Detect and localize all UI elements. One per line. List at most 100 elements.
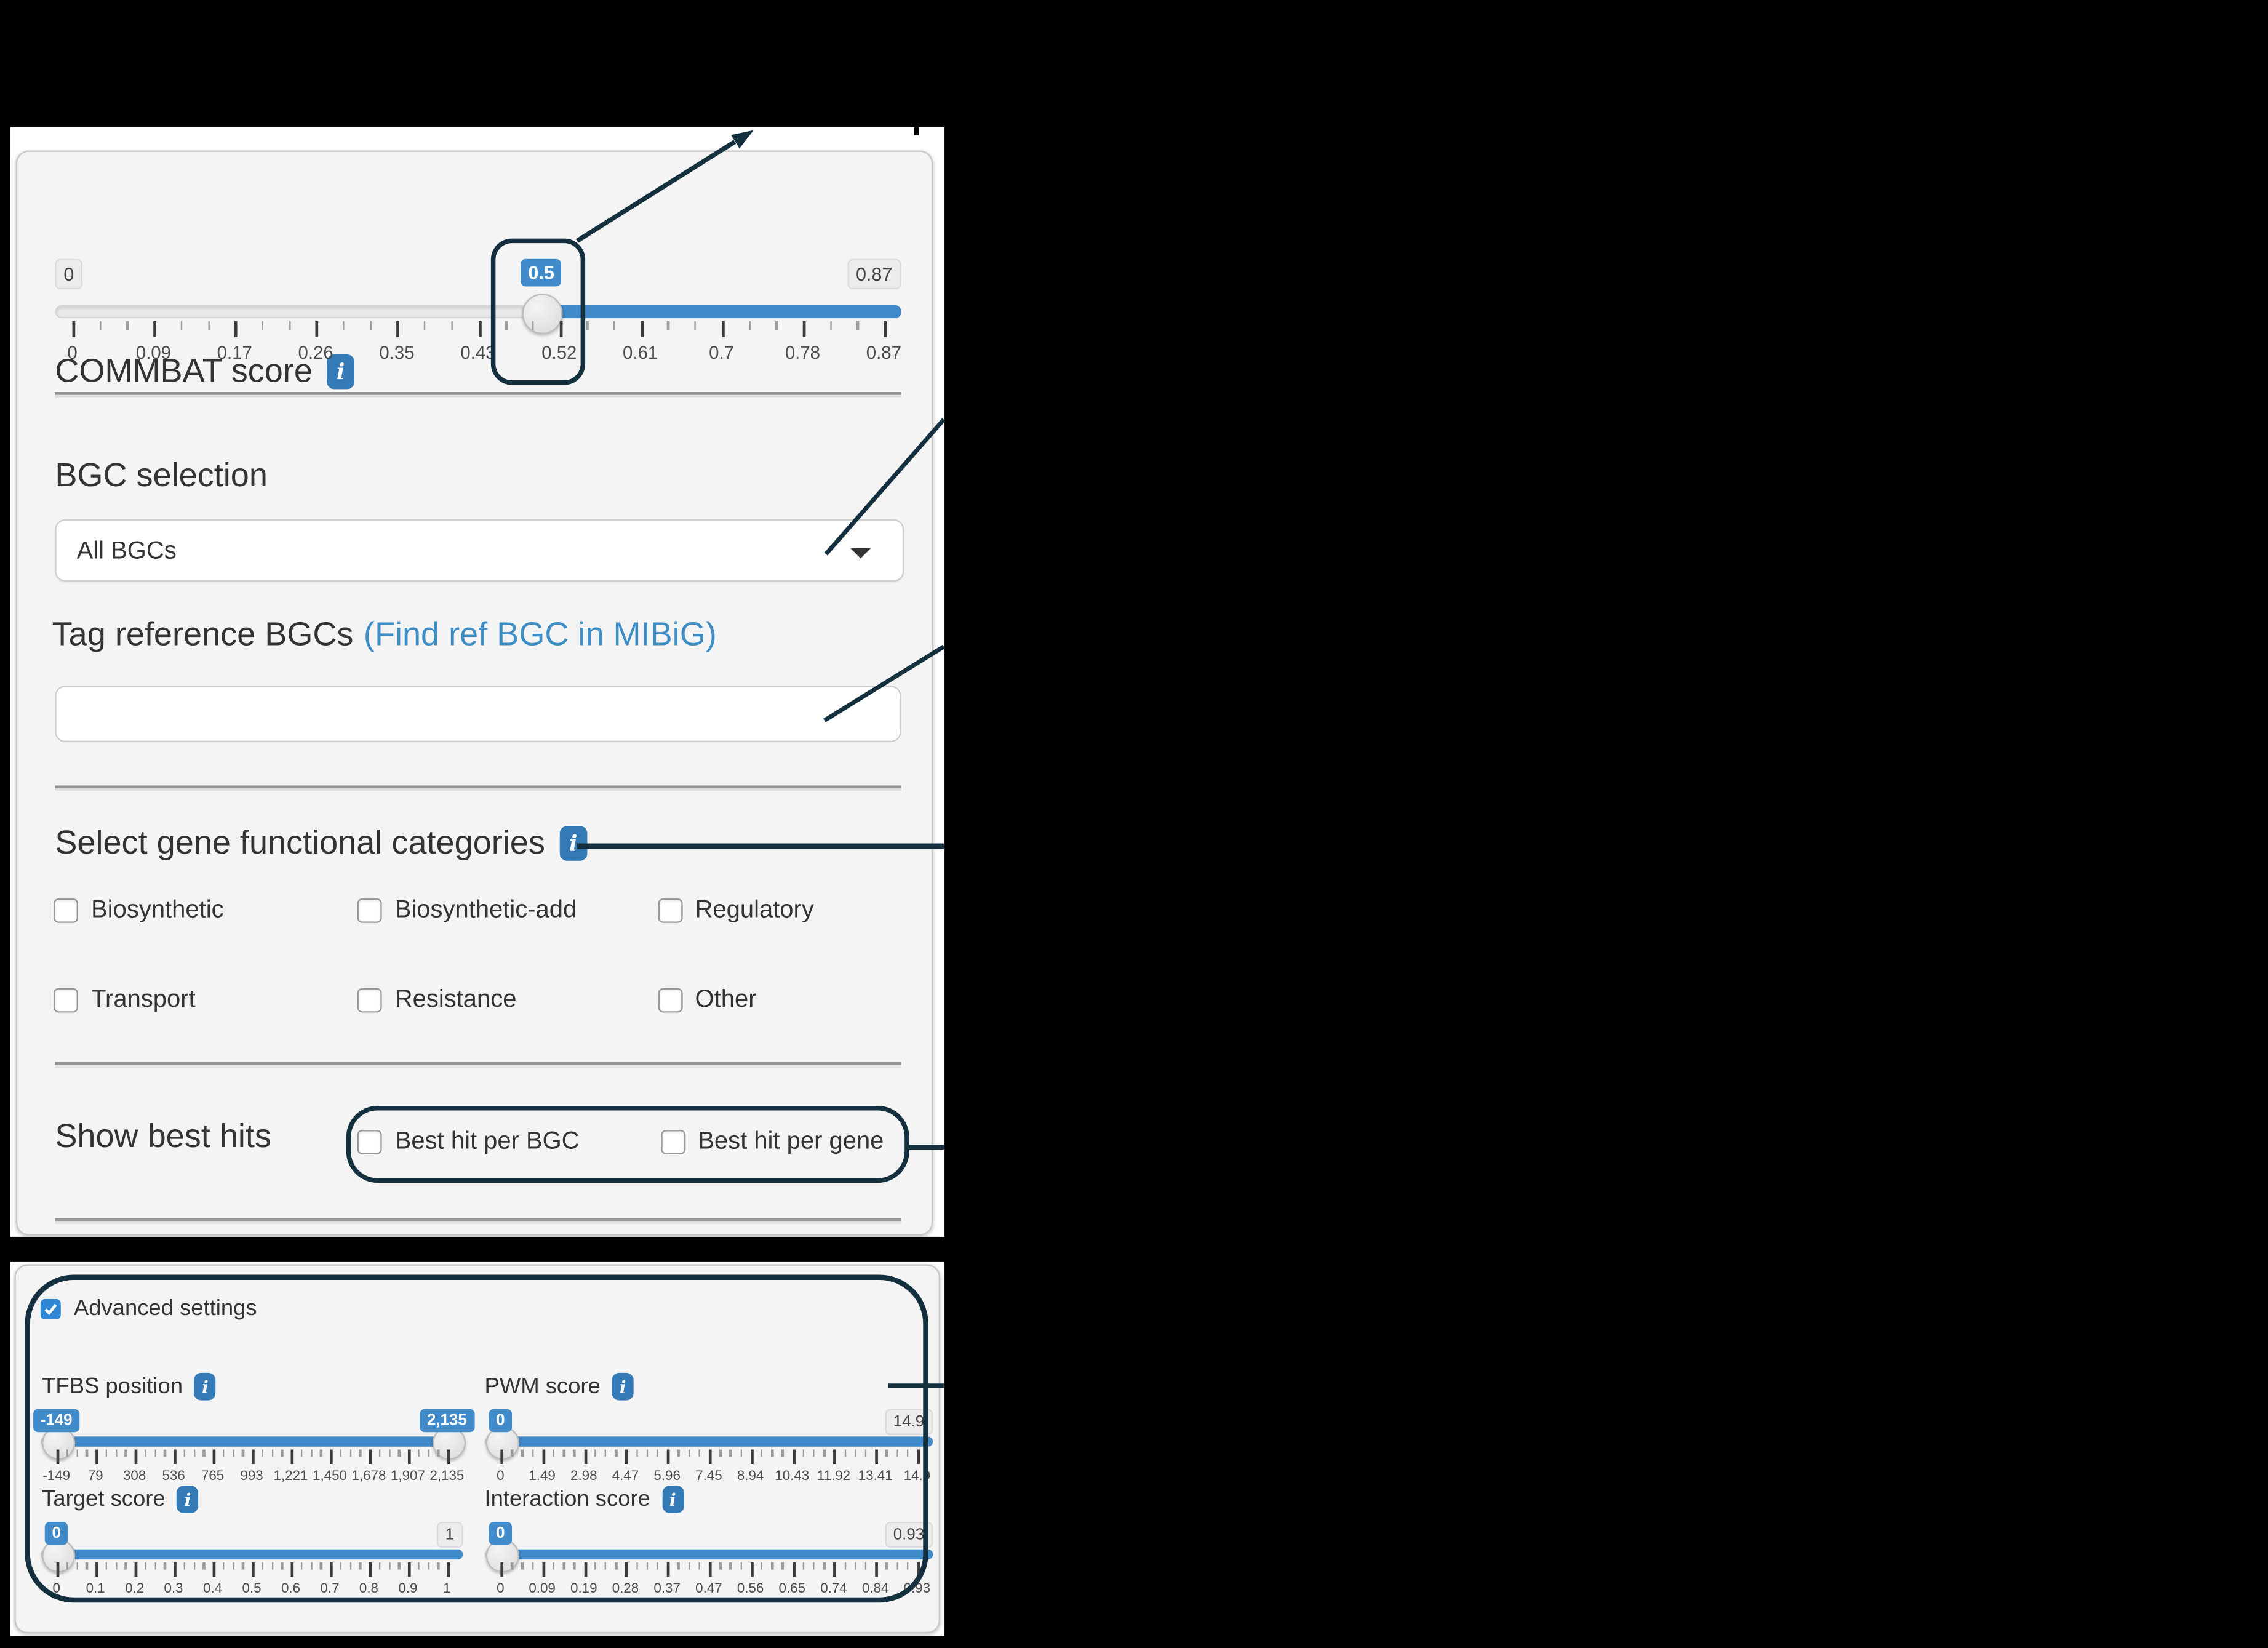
slider-tick-label: 1,221 <box>273 1468 308 1484</box>
slider-tick <box>813 1562 815 1570</box>
divider <box>55 392 901 395</box>
slider-tick-label: 2,135 <box>429 1468 465 1484</box>
tag-reference-input[interactable] <box>55 686 901 742</box>
advanced-settings-toggle[interactable]: Advanced settings <box>40 1296 257 1322</box>
divider <box>55 1062 901 1065</box>
info-icon[interactable]: i <box>612 1372 634 1401</box>
slider-tick <box>802 1562 805 1570</box>
slider-tick <box>290 1562 294 1577</box>
slider-tick <box>424 321 426 329</box>
slider-tick <box>854 1562 857 1570</box>
category-checkbox-transport[interactable]: Transport <box>53 985 196 1014</box>
slider-tick <box>56 1562 60 1577</box>
best-hit-checkbox-best-hit-per-bgc[interactable]: Best hit per BGC <box>357 1127 580 1156</box>
info-icon[interactable]: i <box>661 1486 684 1513</box>
slider-tick <box>144 1562 146 1570</box>
slider-tick <box>740 1449 742 1457</box>
slider-tick-label: 0.9 <box>398 1581 418 1598</box>
checkbox-box[interactable] <box>357 897 382 922</box>
slider-tick-label: 0 <box>67 343 78 364</box>
slider-tick <box>906 1562 909 1570</box>
slider-value-chip: 2,135 <box>420 1409 474 1433</box>
category-checkbox-other[interactable]: Other <box>657 985 757 1014</box>
info-icon[interactable]: i <box>177 1486 199 1513</box>
gene-categories-label-text: Select gene functional categories <box>55 823 545 861</box>
slider-tick <box>427 1562 429 1570</box>
slider-tick <box>532 321 535 329</box>
slider-tick <box>583 1449 587 1465</box>
slider-bar <box>500 1436 933 1447</box>
slider-tick <box>688 1562 690 1570</box>
slider-tick <box>261 1562 264 1570</box>
slider-tick <box>99 321 102 329</box>
slider-tick <box>719 1449 722 1457</box>
slider-tick-label: 308 <box>122 1468 146 1484</box>
checkbox-box[interactable] <box>53 897 78 922</box>
mibig-link[interactable]: (Find ref BGC in MIBiG) <box>363 615 717 653</box>
category-checkbox-biosynthetic-add[interactable]: Biosynthetic-add <box>357 895 577 924</box>
slider-tick <box>329 1449 333 1465</box>
slider-tick <box>477 321 481 337</box>
category-checkbox-biosynthetic[interactable]: Biosynthetic <box>53 895 224 924</box>
slider-tick <box>640 321 644 337</box>
slider-tick-label: 0.7 <box>320 1581 340 1598</box>
checkbox-box[interactable] <box>657 987 682 1012</box>
slider-tick <box>234 321 238 337</box>
slider-tick-label: 0.87 <box>866 343 901 364</box>
slider-tick-label: 1,907 <box>390 1468 425 1484</box>
checkbox-label: Best hit per gene <box>698 1127 884 1154</box>
slider-tick-label: 0.26 <box>298 343 333 364</box>
slider-tick <box>262 321 264 329</box>
slider-value-chip: 0 <box>44 1522 68 1545</box>
checkbox-box[interactable] <box>357 1129 382 1154</box>
slider-tick <box>252 1562 255 1577</box>
slider-tick-label: 1,450 <box>313 1468 347 1484</box>
slider-tick <box>761 1562 763 1570</box>
slider-tick <box>792 1449 795 1465</box>
slider-tick <box>553 1449 555 1457</box>
slider-tick <box>378 1562 381 1570</box>
slider-tick <box>906 1449 909 1457</box>
best-hit-checkbox-best-hit-per-gene[interactable]: Best hit per gene <box>660 1127 884 1156</box>
info-icon[interactable]: i <box>194 1372 217 1401</box>
bgc-selection-dropdown[interactable]: All BGCs <box>55 519 904 582</box>
checkbox-box[interactable] <box>657 897 682 922</box>
slider-tick <box>698 1562 701 1570</box>
slider-tick-label: 0.74 <box>820 1581 847 1598</box>
slider-tick <box>646 1562 649 1570</box>
slider-tick <box>207 321 210 329</box>
advanced-settings-panel: Advanced settings TFBS position i PWM sc… <box>14 1264 941 1634</box>
slider-tick <box>613 321 616 329</box>
slider-tick <box>339 1449 342 1457</box>
slider-tick <box>542 1449 545 1465</box>
checkbox-box[interactable] <box>357 987 382 1012</box>
slider-tick <box>521 1449 524 1457</box>
slider-tick <box>76 1562 78 1570</box>
checkbox-box[interactable] <box>660 1129 685 1154</box>
slider-tick <box>447 1562 450 1577</box>
slider-tick <box>407 1449 411 1465</box>
slider-tick-label: 0.4 <box>203 1581 223 1598</box>
slider-tick-label: 10.43 <box>775 1468 810 1484</box>
checked-checkbox-icon[interactable] <box>40 1299 61 1319</box>
slider-tick-label: 11.92 <box>817 1468 851 1484</box>
category-checkbox-regulatory[interactable]: Regulatory <box>657 895 814 924</box>
category-checkbox-resistance[interactable]: Resistance <box>357 985 516 1014</box>
slider-handle[interactable] <box>522 293 563 334</box>
slider-tick <box>771 1449 773 1457</box>
slider-tick <box>76 1449 78 1457</box>
info-icon[interactable]: i <box>327 353 355 389</box>
slider-tick <box>708 1562 712 1577</box>
slider-tick <box>854 1449 857 1457</box>
slider-tick <box>562 1562 565 1570</box>
slider-tick <box>164 1562 166 1570</box>
slider-tick-label: 0.1 <box>86 1581 105 1598</box>
divider <box>55 785 901 789</box>
info-icon[interactable]: i <box>559 825 588 860</box>
checkbox-box[interactable] <box>53 987 78 1012</box>
